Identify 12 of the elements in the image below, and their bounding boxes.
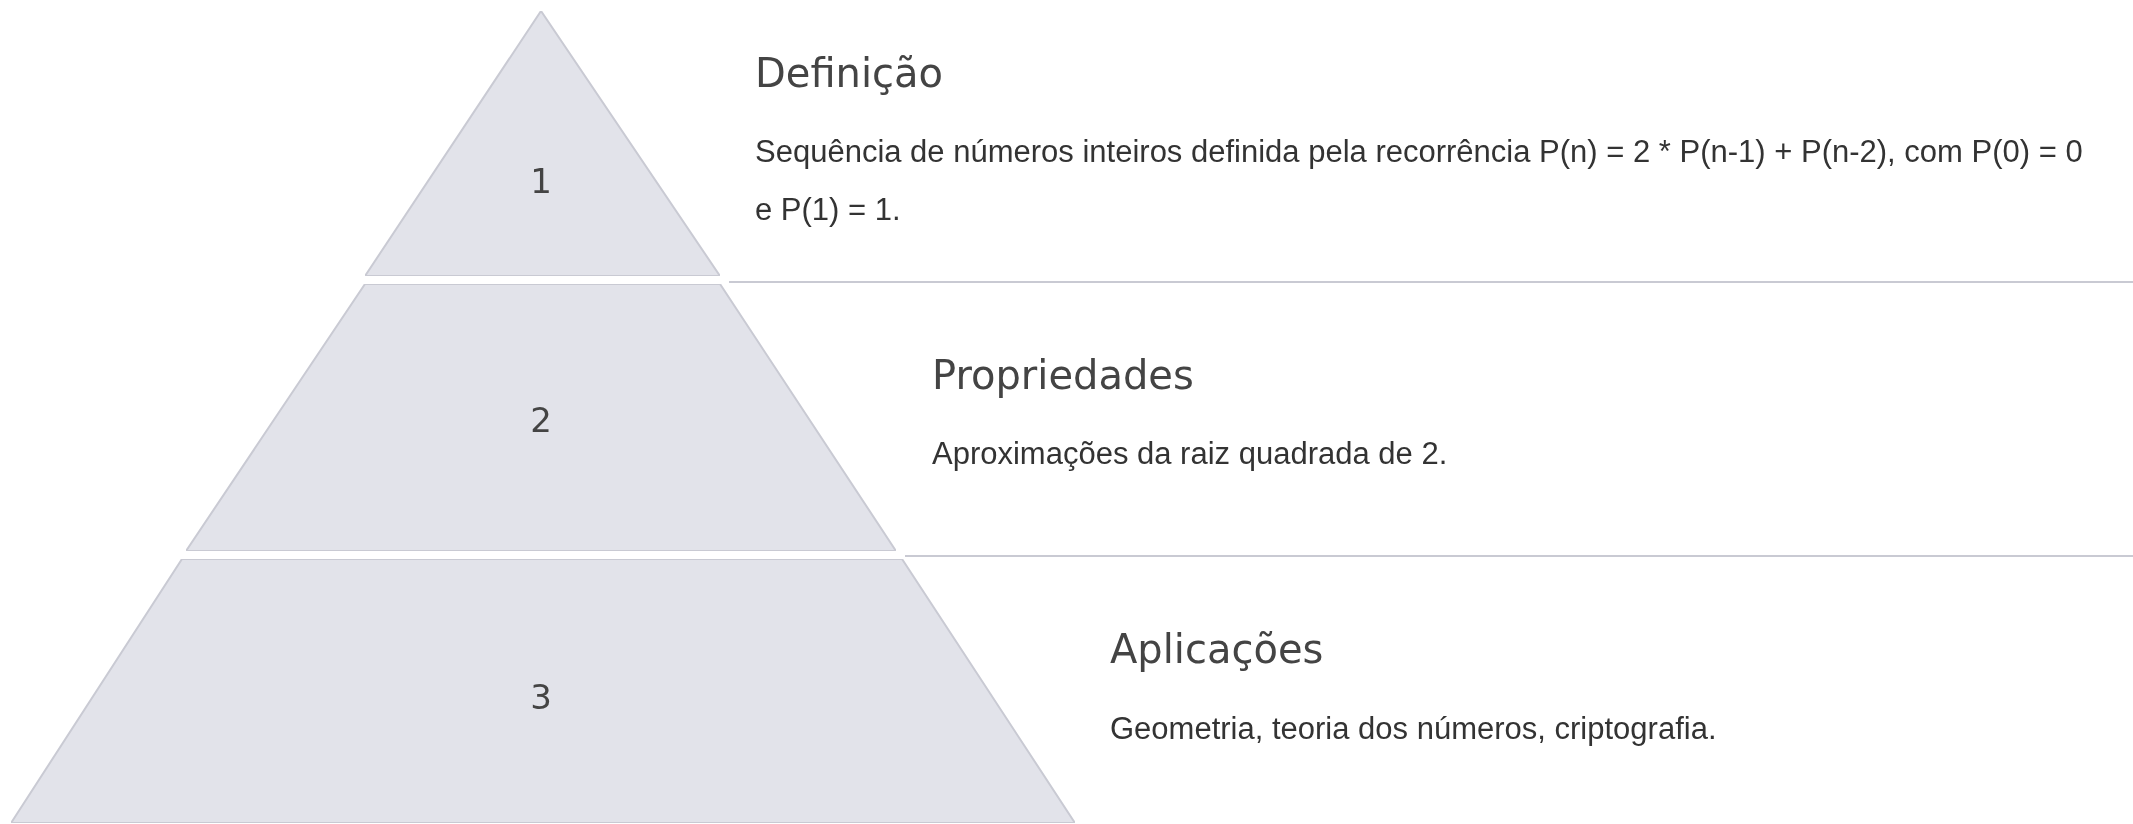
pyramid-layer [186,284,896,551]
layer-heading: Propriedades [932,352,1194,398]
layer-number: 1 [530,161,552,201]
layer-heading: Definição [755,50,944,96]
layer-description: Geometria, teoria dos números, criptografia. [1110,710,1718,748]
pyramid-layer [365,11,720,276]
layer-heading: Aplicações [1110,626,1324,672]
layer-description: Sequência de números inteiros definida pela recorrência P(n) = 2 * P(n-1) + P(n-2), com P(0) = 0 e P(1) = 1. [755,133,2084,229]
layer-number: 2 [530,400,552,440]
pyramid-layer [11,559,1075,823]
layer-number: 3 [530,677,552,717]
layer-description: Aproximações da raiz quadrada de 2. [932,435,1449,473]
